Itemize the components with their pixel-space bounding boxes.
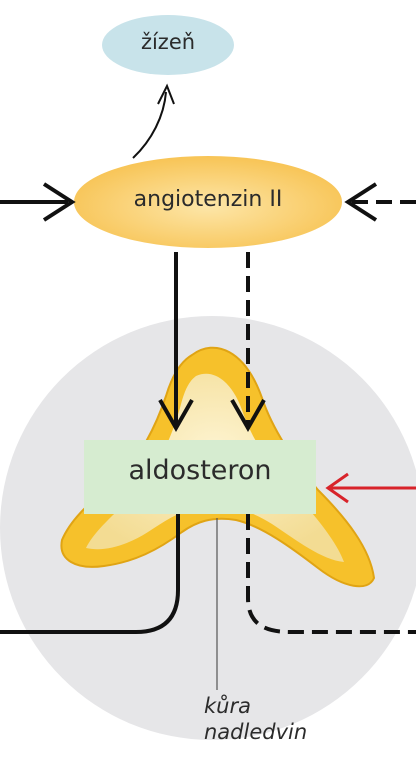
adrenal-cortex-label: kůra nadledvin bbox=[204, 693, 307, 745]
adrenal-cortex-label-line1: kůra bbox=[204, 693, 307, 719]
angiotensin-label: angiotenzin II bbox=[92, 187, 324, 212]
thirst-label: žízeň bbox=[108, 30, 228, 54]
arrow-angiotensin-to-thirst bbox=[133, 92, 166, 158]
aldosterone-label: aldosteron bbox=[84, 455, 316, 486]
adrenal-cortex-label-line2: nadledvin bbox=[204, 719, 307, 745]
